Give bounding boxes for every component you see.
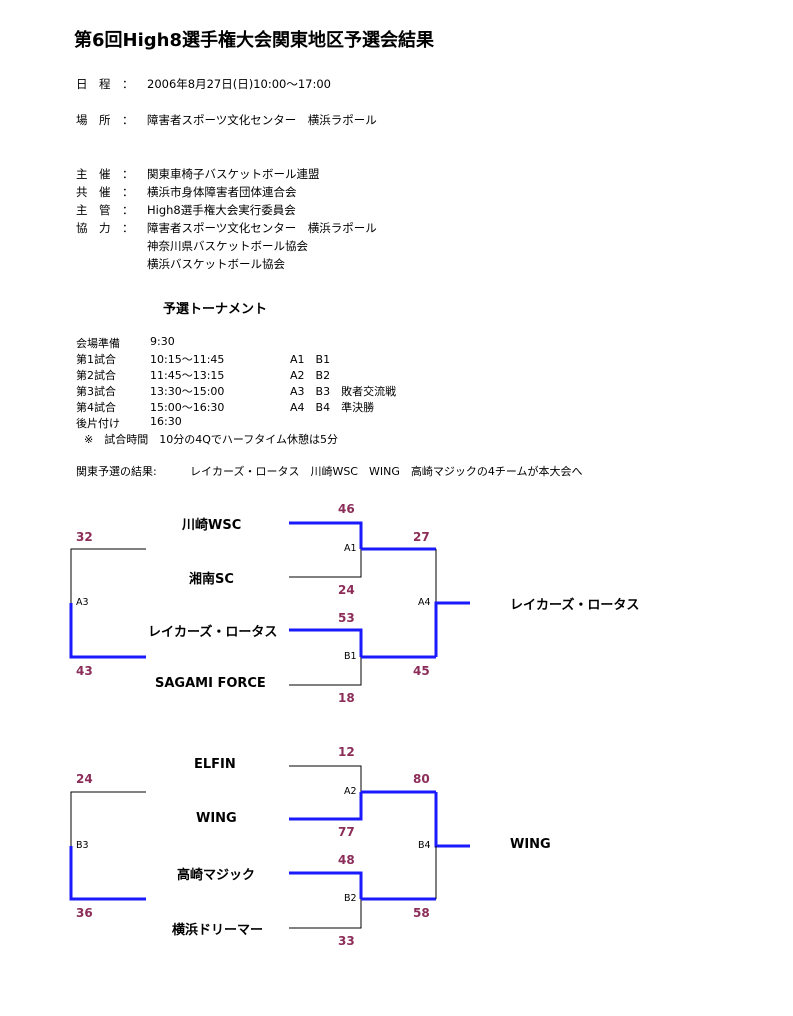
coop-value-1: 障害者スポーツ文化センター 横浜ラポール [147,221,377,235]
score: 48 [338,853,355,867]
score: 77 [338,825,355,839]
winner-name: WING [510,837,551,852]
score: 24 [76,772,93,786]
team-name: 高崎マジック [177,868,256,883]
coop-label: 協 力 ： [76,221,134,235]
schedule-name: 第3試合 [76,385,116,398]
score: 18 [338,691,355,705]
score: 45 [413,664,430,678]
host-label: 主 催 ： [76,167,134,181]
manage-label: 主 管 ： [76,203,134,217]
team-name: SAGAMI FORCE [155,676,266,691]
schedule-time: 13:30～15:00 [150,385,225,398]
game-label: A3 [76,597,89,608]
bracket-line-win [69,846,146,901]
game-label: B4 [418,840,431,851]
date-label: 日 程 ： [76,77,134,91]
coop-value-3: 横浜バスケットボール協会 [147,257,285,271]
schedule-games: A1 B1 [290,353,331,366]
schedule-name: 第1試合 [76,353,116,366]
game-label: B1 [344,651,357,662]
schedule-note: ※ 試合時間 10分の4Qでハーフタイム休憩は5分 [84,433,338,446]
schedule-time: 11:45～13:15 [150,369,225,382]
schedule-name: 第2試合 [76,369,116,382]
score: 36 [76,906,93,920]
score: 80 [413,772,430,786]
bracket-line-win [434,601,470,657]
date-value: 2006年8月27日(日)10:00～17:00 [147,77,331,91]
bracket-line-win [289,792,363,821]
game-label: A1 [344,543,357,554]
schedule-time: 16:30 [150,415,182,428]
host-value: 関東車椅子バスケットボール連盟 [147,167,320,181]
winner-name: レイカーズ・ロータス [510,598,640,613]
schedule-games: A3 B3 敗者交流戦 [290,385,397,398]
game-label: B2 [344,893,357,904]
team-name: WING [196,811,237,826]
coop-value-2: 神奈川県バスケットボール協会 [147,239,308,253]
game-label: A2 [344,786,357,797]
cohost-value: 横浜市身体障害者団体連合会 [147,185,297,199]
venue-value: 障害者スポーツ文化センター 横浜ラポール [147,113,377,127]
team-name: 横浜ドリーマー [172,923,264,938]
score: 27 [413,530,430,544]
score: 46 [338,502,355,516]
team-name: レイカーズ・ロータス [148,625,278,640]
result-value: レイカーズ・ロータス 川崎WSC WING 高崎マジックの4チームが本大会へ [190,465,583,478]
bracket-line [70,791,146,846]
bracket-line-win [289,521,363,549]
score: 43 [76,664,93,678]
team-name: 湘南SC [189,572,234,587]
bracket-line-win [289,871,363,899]
score: 32 [76,530,93,544]
venue-label: 場 所 ： [76,113,134,127]
schedule-name: 会場準備 [76,337,120,350]
schedule-time: 15:00～16:30 [150,401,225,414]
team-name: 川崎WSC [182,518,242,533]
bracket-line-win [434,792,470,848]
bracket-line-win [289,628,363,657]
bracket-line [289,765,362,792]
team-name: ELFIN [194,757,236,772]
bracket-line [289,657,362,686]
bracket-line-win [69,603,146,659]
bracket-line [289,899,362,929]
game-label: B3 [76,840,89,851]
score: 12 [338,745,355,759]
score: 24 [338,583,355,597]
score: 53 [338,611,355,625]
bracket-line [70,548,146,603]
schedule-name: 後片付け [76,417,120,430]
bracket-line [289,549,362,578]
manage-value: High8選手権大会実行委員会 [147,203,296,217]
game-label: A4 [418,597,431,608]
result-label: 関東予選の結果: [76,465,157,478]
schedule-games: A4 B4 準決勝 [290,401,375,414]
schedule-name: 第4試合 [76,401,116,414]
tournament-title: 予選トーナメント [163,302,268,317]
score: 58 [413,906,430,920]
cohost-label: 共 催 ： [76,185,134,199]
schedule-games: A2 B2 [290,369,331,382]
schedule-time: 9:30 [150,335,175,348]
schedule-time: 10:15～11:45 [150,353,225,366]
page-title: 第6回High8選手権大会関東地区予選会結果 [74,30,434,51]
score: 33 [338,934,355,948]
